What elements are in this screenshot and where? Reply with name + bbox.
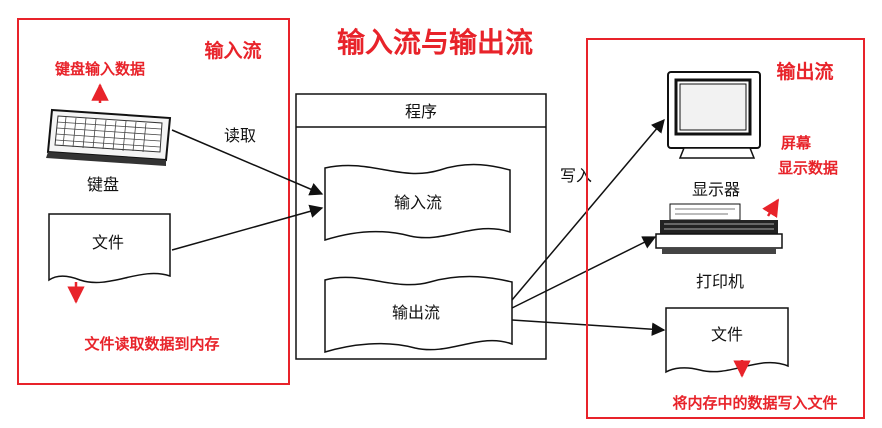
keyboard-note: 键盘输入数据 bbox=[54, 60, 145, 78]
output-file-note: 将内存中的数据写入文件 bbox=[672, 394, 837, 412]
input-file-icon bbox=[48, 213, 171, 284]
diagram-title: 输入流与输出流 bbox=[337, 26, 533, 59]
program-input-stream-shape bbox=[324, 163, 511, 242]
input-panel-label: 输入流 bbox=[204, 39, 261, 62]
input-panel-frame bbox=[17, 18, 290, 385]
screen-note-line2: 显示数据 bbox=[778, 159, 838, 177]
screen-note-line1: 屏幕 bbox=[781, 134, 812, 152]
keyboard-icon bbox=[46, 108, 172, 166]
printer-icon bbox=[655, 203, 783, 254]
printer-label: 打印机 bbox=[696, 272, 744, 291]
input-file-note: 文件读取数据到内存 bbox=[84, 335, 219, 353]
output-panel-frame bbox=[586, 38, 865, 419]
output-panel-label: 输出流 bbox=[776, 60, 833, 83]
output-file-icon bbox=[665, 307, 789, 374]
file-to-input-stream-arrow bbox=[171, 204, 324, 251]
printer-note-arrow bbox=[762, 198, 780, 218]
program-output-stream-label: 输出流 bbox=[392, 303, 440, 322]
input-file-label: 文件 bbox=[92, 233, 124, 252]
program-output-stream-shape bbox=[324, 275, 513, 354]
output-stream-to-printer-arrow bbox=[511, 236, 657, 309]
monitor-icon bbox=[667, 71, 761, 159]
output-file-label: 文件 bbox=[711, 325, 743, 344]
write-label: 写入 bbox=[560, 166, 592, 185]
read-label: 读取 bbox=[224, 126, 256, 145]
monitor-label: 显示器 bbox=[692, 180, 740, 199]
keyboard-label: 键盘 bbox=[87, 175, 119, 194]
keyboard-to-input-stream-arrow bbox=[171, 129, 324, 196]
program-input-stream-label: 输入流 bbox=[394, 193, 442, 212]
program-label: 程序 bbox=[405, 102, 437, 121]
